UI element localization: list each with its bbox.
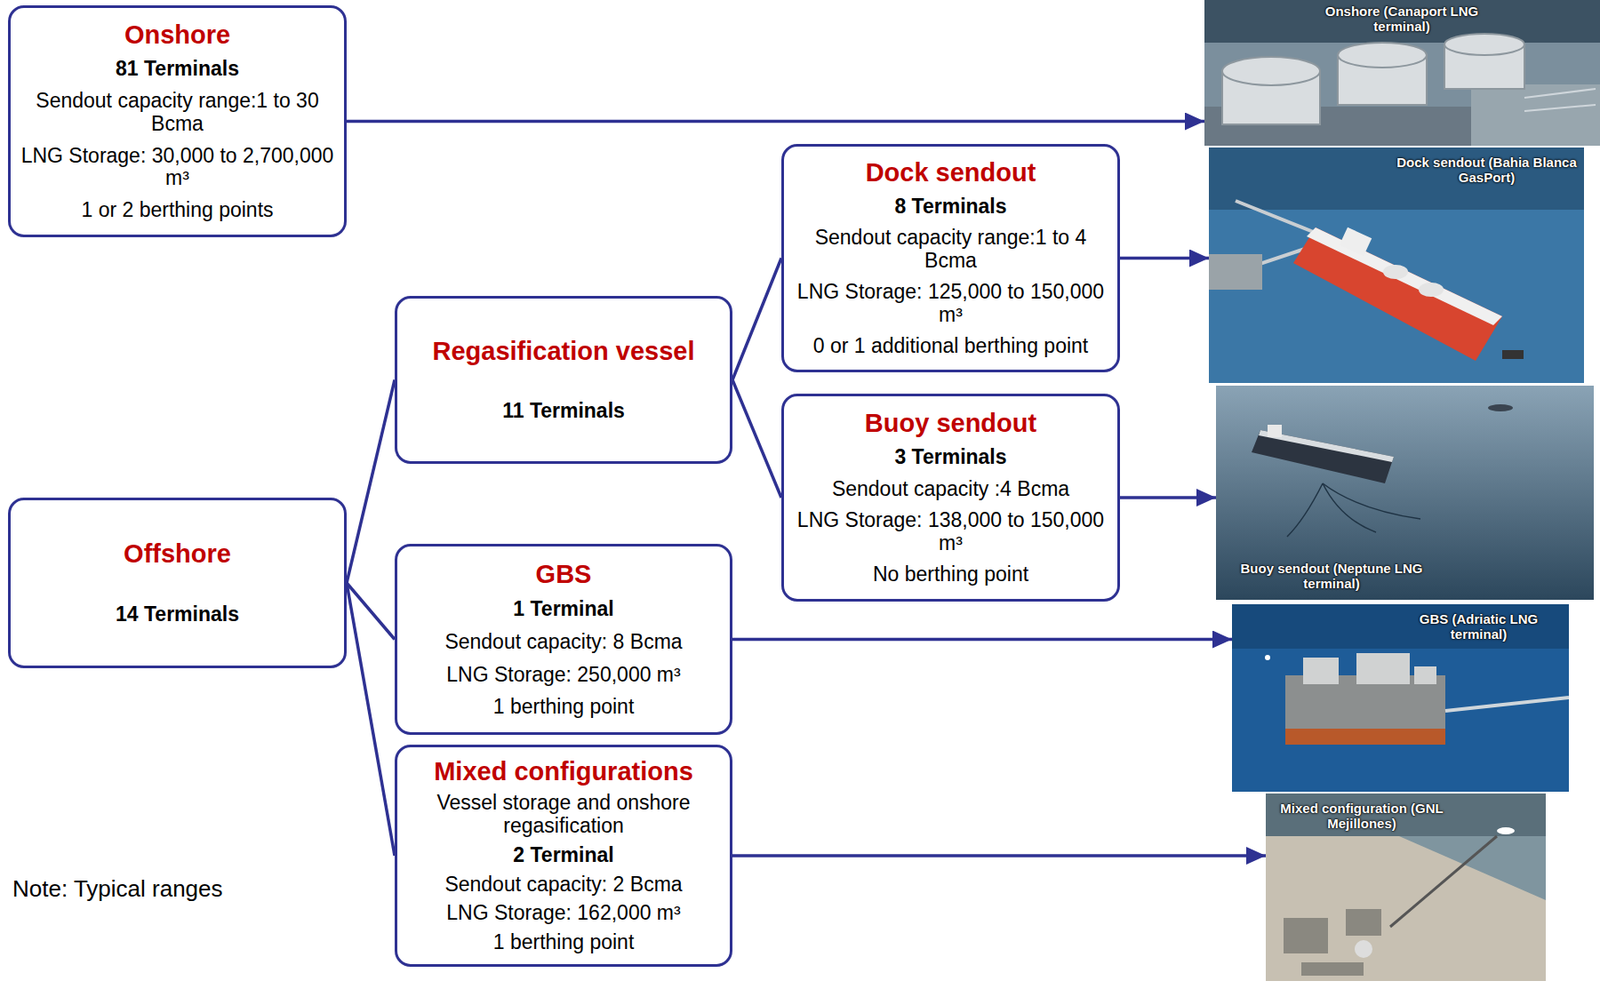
box-heading: Offshore	[123, 539, 232, 568]
photo-caption: GBS (Adriatic LNG terminal)	[1392, 611, 1566, 643]
box-detail: LNG Storage: 125,000 to 150,000 m³	[791, 280, 1111, 328]
terminal-photo	[1265, 793, 1546, 982]
box-detail: LNG Storage: 30,000 to 2,700,000 m³	[17, 144, 337, 192]
terminal-count: 81 Terminals	[115, 57, 240, 81]
terminal-photo	[1208, 147, 1584, 384]
box-detail: 1 berthing point	[493, 696, 635, 720]
branch-line	[732, 380, 782, 499]
photo-panel: Onshore (Canaport LNG terminal)	[1204, 0, 1600, 146]
photo-caption: Buoy sendout (Neptune LNG terminal)	[1233, 560, 1430, 592]
box-detail: LNG Storage: 162,000 m³	[446, 902, 680, 926]
box-detail: No berthing point	[872, 563, 1029, 587]
box-heading: GBS	[536, 560, 592, 589]
flow-arrow	[732, 854, 1266, 858]
box-detail: LNG Storage: 138,000 to 150,000 m³	[791, 509, 1111, 556]
type-box: Dock sendout 8 TerminalsSendout capacity …	[781, 144, 1120, 373]
photo-caption: Onshore (Canaport LNG terminal)	[1304, 3, 1500, 35]
photo-caption: Mixed configuration (GNL Mejillones)	[1272, 800, 1451, 832]
terminal-count: 8 Terminals	[894, 195, 1007, 219]
branch-line	[346, 583, 395, 856]
box-detail: LNG Storage: 250,000 m³	[446, 664, 680, 688]
type-box: Regasification vessel 11 Terminals	[394, 296, 733, 464]
type-box: GBS 1 TerminalSendout capacity: 8 BcmaLNG…	[394, 544, 733, 736]
box-detail: Sendout capacity: 8 Bcma	[444, 631, 682, 655]
box-heading: Regasification vessel	[432, 336, 696, 366]
box-detail: Sendout capacity: 2 Bcma	[444, 873, 682, 897]
box-detail: Sendout capacity :4 Bcma	[832, 478, 1070, 502]
flow-arrow	[1120, 496, 1216, 500]
branch-line	[732, 258, 782, 381]
type-box: Buoy sendout 3 TerminalsSendout capacity …	[781, 393, 1120, 602]
category-box: Onshore 81 TerminalsSendout capacity rang…	[8, 5, 347, 238]
flow-arrow	[346, 120, 1205, 124]
note-text: Note: Typical ranges	[12, 875, 224, 904]
flow-arrow	[1120, 256, 1209, 261]
box-detail: Sendout capacity range:1 to 4 Bcma	[791, 226, 1111, 273]
photo-caption: Dock sendout (Bahia Blanca GasPort)	[1395, 154, 1578, 186]
box-heading: Onshore	[124, 20, 231, 49]
box-detail: 1 or 2 berthing points	[80, 199, 273, 223]
terminal-count: 1 Terminal	[512, 598, 614, 622]
photo-panel: GBS (Adriatic LNG terminal)	[1232, 604, 1569, 792]
terminal-count: 11 Terminals	[502, 400, 625, 424]
photo-panel: Mixed configuration (GNL Mejillones)	[1265, 793, 1546, 982]
terminal-count: 3 Terminals	[894, 446, 1007, 470]
box-detail: Vessel storage and onshore regasificatio…	[404, 792, 723, 839]
photo-panel: Dock sendout (Bahia Blanca GasPort)	[1208, 147, 1584, 384]
box-detail: Sendout capacity range:1 to 30 Bcma	[17, 89, 337, 136]
branch-line	[346, 380, 395, 584]
box-detail: 0 or 1 additional berthing point	[813, 335, 1088, 359]
box-detail: 1 berthing point	[493, 931, 635, 955]
terminal-count: 2 Terminal	[512, 844, 614, 868]
box-heading: Dock sendout	[865, 158, 1037, 187]
type-box: Mixed configurationsVessel storage and o…	[394, 744, 733, 968]
terminal-count: 14 Terminals	[115, 603, 240, 627]
box-heading: Mixed configurations	[433, 757, 694, 786]
flow-arrow	[732, 638, 1232, 642]
photo-panel: Buoy sendout (Neptune LNG terminal)	[1216, 385, 1594, 600]
terminal-photo	[1232, 604, 1569, 792]
box-heading: Buoy sendout	[864, 408, 1037, 438]
category-box: Offshore 14 Terminals	[8, 497, 347, 669]
